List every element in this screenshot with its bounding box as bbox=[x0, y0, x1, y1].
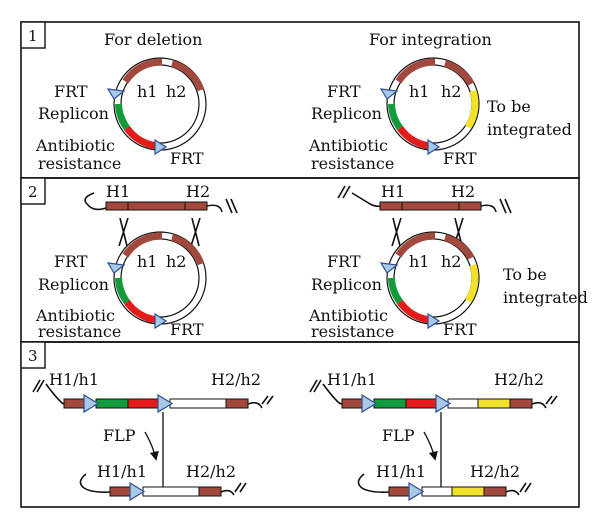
integration2-frt-top: FRT bbox=[327, 252, 361, 271]
integration3-left: H1/h1 bbox=[327, 370, 377, 389]
integration2-h2: h2 bbox=[441, 252, 461, 271]
integration3-arrow bbox=[423, 431, 438, 461]
integration2-frt-bottom: FRT bbox=[443, 320, 477, 339]
construct-integration-integrated bbox=[309, 379, 558, 414]
deletion3-right: H2/h2 bbox=[211, 370, 261, 389]
crossover-left-integration bbox=[391, 217, 402, 247]
deletion-replicon: Replicon bbox=[38, 104, 109, 123]
integration-antibiotic: Antibiotic bbox=[308, 136, 388, 155]
svg-text:1: 1 bbox=[28, 27, 38, 45]
crossover-right-deletion bbox=[190, 217, 201, 247]
chromosome-deletion-2 bbox=[84, 192, 238, 214]
integration-frt-top: FRT bbox=[327, 82, 361, 101]
chromosome-integration-H2: H2 bbox=[451, 182, 475, 201]
panel-3-frame bbox=[20, 341, 580, 508]
integration2-cargo-line2: integrated bbox=[503, 288, 588, 307]
plasmid-integration-1 bbox=[379, 57, 480, 156]
integration-resistance: resistance bbox=[311, 154, 394, 173]
integration3-enzyme: FLP bbox=[382, 426, 415, 445]
integration-cargo-line1: To be bbox=[487, 97, 531, 116]
construct-deletion-integrated bbox=[32, 379, 274, 414]
deletion2-replicon: Replicon bbox=[38, 275, 109, 294]
integration2-replicon: Replicon bbox=[311, 275, 382, 294]
construct-deletion-result bbox=[79, 473, 247, 502]
deletion3-result-left: H1/h1 bbox=[97, 462, 147, 481]
plasmid-deletion-2 bbox=[106, 231, 207, 330]
panel-2-number: 2 bbox=[20, 177, 46, 205]
integration-cargo-line2: integrated bbox=[487, 120, 572, 139]
crossover-left-deletion bbox=[118, 217, 129, 247]
deletion2-resistance: resistance bbox=[38, 322, 121, 341]
chromosome-integration-H1: H1 bbox=[381, 182, 405, 201]
panel-1-number: 1 bbox=[20, 21, 46, 49]
deletion-title: For deletion bbox=[104, 30, 202, 49]
integration-replicon: Replicon bbox=[311, 104, 382, 123]
deletion2-frt-top: FRT bbox=[54, 252, 88, 271]
deletion-resistance: resistance bbox=[38, 154, 121, 173]
deletion-frt-top: FRT bbox=[54, 82, 88, 101]
deletion-h1: h1 bbox=[137, 82, 157, 101]
integration2-h1: h1 bbox=[409, 252, 429, 271]
deletion3-left: H1/h1 bbox=[49, 370, 99, 389]
chromosome-deletion-H2: H2 bbox=[186, 182, 210, 201]
deletion2-frt-bottom: FRT bbox=[170, 320, 204, 339]
deletion2-h2: h2 bbox=[166, 252, 186, 271]
deletion-antibiotic: Antibiotic bbox=[35, 136, 115, 155]
plasmid-deletion-1 bbox=[106, 57, 207, 156]
panel-3-number: 3 bbox=[20, 341, 46, 369]
integration-h2: h2 bbox=[441, 82, 461, 101]
construct-integration-result bbox=[357, 473, 532, 502]
integration-title: For integration bbox=[369, 30, 492, 49]
integration2-antibiotic: Antibiotic bbox=[308, 306, 388, 325]
chromosome-deletion-H1: H1 bbox=[106, 182, 130, 201]
svg-text:2: 2 bbox=[28, 183, 38, 201]
deletion3-result-right: H2/h2 bbox=[186, 462, 236, 481]
deletion2-h1: h1 bbox=[137, 252, 157, 271]
svg-text:3: 3 bbox=[28, 347, 38, 365]
integration3-result-left: H1/h1 bbox=[376, 462, 426, 481]
plasmid-integration-2 bbox=[379, 231, 480, 330]
integration3-result-right: H2/h2 bbox=[470, 462, 520, 481]
deletion-h2: h2 bbox=[166, 82, 186, 101]
deletion-frt-bottom: FRT bbox=[170, 149, 204, 168]
chromosome-integration-2 bbox=[337, 185, 512, 214]
integration3-right: H2/h2 bbox=[494, 370, 544, 389]
deletion3-arrow bbox=[144, 431, 159, 461]
deletion3-enzyme: FLP bbox=[103, 426, 136, 445]
integration-h1: h1 bbox=[409, 82, 429, 101]
deletion2-antibiotic: Antibiotic bbox=[35, 306, 115, 325]
integration2-resistance: resistance bbox=[311, 322, 394, 341]
integration-frt-bottom: FRT bbox=[443, 149, 477, 168]
integration2-cargo-line1: To be bbox=[503, 265, 547, 284]
